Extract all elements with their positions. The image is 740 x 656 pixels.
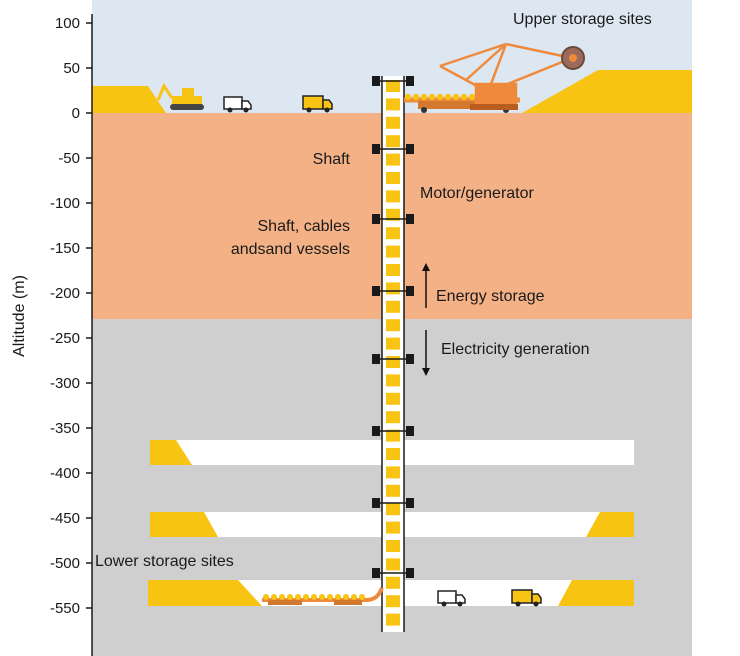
y-tick-label: -100	[50, 195, 80, 212]
y-tick-label: -200	[50, 285, 80, 302]
sand-vessels	[386, 80, 400, 626]
sand-vessel	[386, 116, 400, 129]
sand-vessel	[386, 264, 400, 276]
energy-storage-label: Energy storage	[436, 288, 545, 305]
sand-vessel	[386, 558, 400, 571]
sand-vessel	[386, 135, 400, 148]
excavator-icon	[156, 82, 204, 110]
shaft-label: Shaft	[313, 151, 351, 168]
lower-storage-label: Lower storage sites	[95, 553, 234, 570]
sand-vessel	[386, 576, 400, 589]
motor-generator-clamp	[372, 354, 414, 364]
down-arrow-icon	[422, 330, 430, 376]
sand-vessel	[386, 466, 400, 479]
y-tick-label: -250	[50, 330, 80, 347]
sand-vessel	[386, 190, 400, 203]
y-axis-ticks: 100 50 0 -50 -100 -150 -200 -250 -300 -350 -400 -45…	[50, 15, 92, 617]
truck-icon-yellow	[302, 95, 333, 113]
y-tick-label: 100	[55, 15, 80, 32]
motor-generator-clamp	[372, 498, 414, 508]
y-tick-label: 50	[63, 60, 80, 77]
sand-vessel	[386, 521, 400, 534]
truck-icon-white	[223, 96, 252, 113]
sand-vessel	[386, 540, 400, 552]
upper-storage-label: Upper storage sites	[513, 11, 652, 28]
shaft-cables-label-line2: andsand vessels	[231, 241, 350, 258]
y-tick-label: 0	[72, 105, 80, 122]
sand-vessel	[386, 208, 400, 221]
sand-vessel	[386, 153, 400, 166]
y-tick-label: -150	[50, 240, 80, 257]
sand-vessel	[386, 172, 400, 184]
sand-vessel	[386, 613, 400, 626]
motor-generator-clamp	[372, 76, 414, 86]
y-tick-label: -550	[50, 600, 80, 617]
sand-vessel	[386, 282, 400, 295]
y-axis-label: Altitude (m)	[11, 275, 28, 357]
upper-sand-pile-right	[522, 70, 692, 113]
sand-vessel	[386, 503, 400, 516]
motor-generator-clamp	[372, 286, 414, 296]
sand-vessel	[386, 319, 400, 332]
shaft	[372, 76, 414, 632]
motor-generators	[372, 76, 414, 578]
y-tick-label: -300	[50, 375, 80, 392]
motor-generator-clamp	[372, 214, 414, 224]
lower-truck-icon-white	[437, 590, 466, 607]
up-arrow-icon	[422, 263, 430, 308]
y-tick-label: -50	[58, 150, 80, 167]
sand-vessel	[386, 595, 400, 608]
sand-vessel	[386, 337, 400, 350]
motor-generator-clamp	[372, 568, 414, 578]
sand-vessel	[386, 356, 400, 368]
sand-vessel	[386, 484, 400, 497]
sand-vessel	[386, 411, 400, 424]
lower-truck-icon-yellow	[511, 589, 542, 607]
sand-vessel	[386, 80, 400, 92]
sand-vessel	[386, 374, 400, 387]
sand-vessel	[386, 98, 400, 111]
y-tick-label: -350	[50, 420, 80, 437]
y-tick-label: -450	[50, 510, 80, 527]
sand-vessel	[386, 245, 400, 258]
y-tick-label: -500	[50, 555, 80, 572]
sand-vessel	[386, 300, 400, 313]
shaft-cables-label-line1: Shaft, cables	[258, 218, 351, 235]
sand-vessel	[386, 429, 400, 442]
lower-conveyor	[262, 587, 384, 605]
electricity-generation-label: Electricity generation	[441, 341, 590, 358]
bucket-wheel-excavator	[439, 42, 585, 110]
y-tick-label: -400	[50, 465, 80, 482]
motor-generator-clamp	[372, 144, 414, 154]
sand-vessel	[386, 392, 400, 405]
sand-vessel	[386, 448, 400, 460]
motor-generator-label: Motor/generator	[420, 185, 535, 202]
motor-generator-clamp	[372, 426, 414, 436]
sand-vessel	[386, 227, 400, 240]
upper-sand-pile-left	[92, 86, 166, 113]
